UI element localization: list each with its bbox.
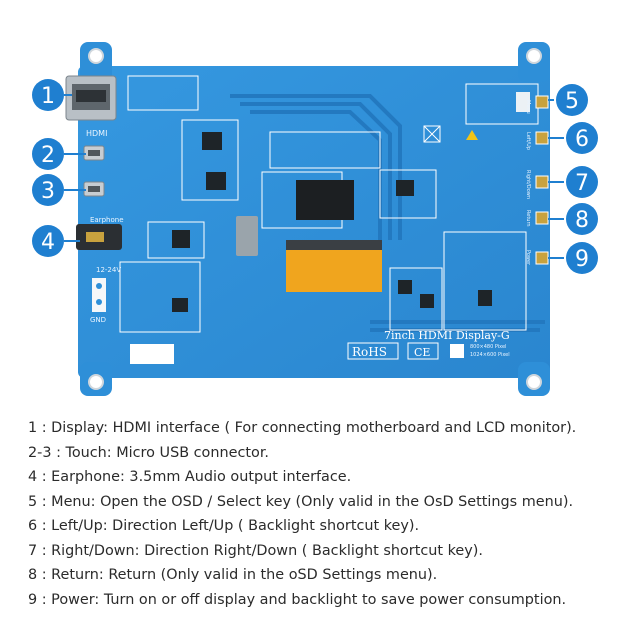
svg-text:5: 5 [565, 89, 579, 114]
rohs-mark: RoHS [347, 342, 399, 360]
board-diagram: HDMI Earphone [32, 42, 598, 396]
button-label-power: Power [525, 250, 531, 266]
callout-badge-7: 7 [566, 166, 598, 198]
hdmi-connector: HDMI [65, 75, 117, 138]
callout-lines [64, 94, 564, 259]
callout-badge-6: 6 [566, 122, 598, 154]
svg-text:RoHS: RoHS [352, 345, 387, 359]
gnd-label: GND [90, 316, 106, 324]
legend-item-5: 5 : Menu: Open the OSD / Select key (Onl… [28, 493, 574, 510]
resolution-label-1: 800×480 Pixel [470, 344, 506, 350]
legend-item-2-3: 2-3 : Touch: Micro USB connector. [28, 444, 269, 461]
button-label-return: Return [525, 210, 531, 227]
micro-usb-connectors [83, 145, 105, 197]
svg-text:8: 8 [575, 208, 589, 233]
svg-text:2: 2 [41, 143, 55, 168]
callout-badge-1: 1 [32, 79, 64, 111]
resolution-label-2: 1024×600 Pixel [470, 352, 510, 358]
svg-text:4: 4 [41, 230, 55, 255]
svg-text:1: 1 [41, 84, 55, 109]
svg-text:7: 7 [575, 171, 589, 196]
voltage-label: 12-24V [96, 266, 121, 274]
legend-item-4: 4 : Earphone: 3.5mm Audio output interfa… [28, 469, 352, 485]
svg-text:6: 6 [575, 127, 589, 152]
legend: 1 : Display: HDMI interface ( For connec… [28, 416, 628, 612]
hdmi-label: HDMI [86, 129, 107, 138]
earphone-label: Earphone [90, 216, 124, 224]
callout-badge-3: 3 [32, 174, 64, 206]
pcb-illustration: HDMI Earphone [32, 42, 598, 396]
button-label-menu: Menu [525, 100, 531, 114]
legend-item-6: 6 : Left/Up: Direction Left/Up ( Backlig… [28, 518, 420, 534]
mounting-holes [80, 42, 550, 396]
callout-badge-9: 9 [566, 242, 598, 274]
ce-mark: CE [407, 342, 439, 360]
callout-badge-8: 8 [566, 203, 598, 235]
button-label-right-down: Right/Down [525, 170, 531, 199]
button-label-left-up: Left/Up [525, 132, 531, 150]
earphone-jack: Earphone [76, 216, 124, 250]
callout-badge-4: 4 [32, 225, 64, 257]
legend-item-9: 9 : Power: Turn on or off display and ba… [28, 591, 567, 608]
legend-item-1: 1 : Display: HDMI interface ( For connec… [28, 420, 577, 436]
callout-badge-5: 5 [556, 84, 588, 116]
callout-badge-2: 2 [32, 138, 64, 170]
svg-text:CE: CE [414, 346, 430, 359]
svg-text:3: 3 [41, 179, 55, 204]
svg-text:9: 9 [575, 247, 589, 272]
legend-item-8: 8 : Return: Return (Only valid in the oS… [28, 567, 438, 583]
model-label: 7inch HDMI Display-G [384, 329, 510, 342]
pcb-components: GND 12-24V [90, 75, 539, 364]
legend-item-7: 7 : Right/Down: Direction Right/Down ( B… [28, 542, 483, 559]
